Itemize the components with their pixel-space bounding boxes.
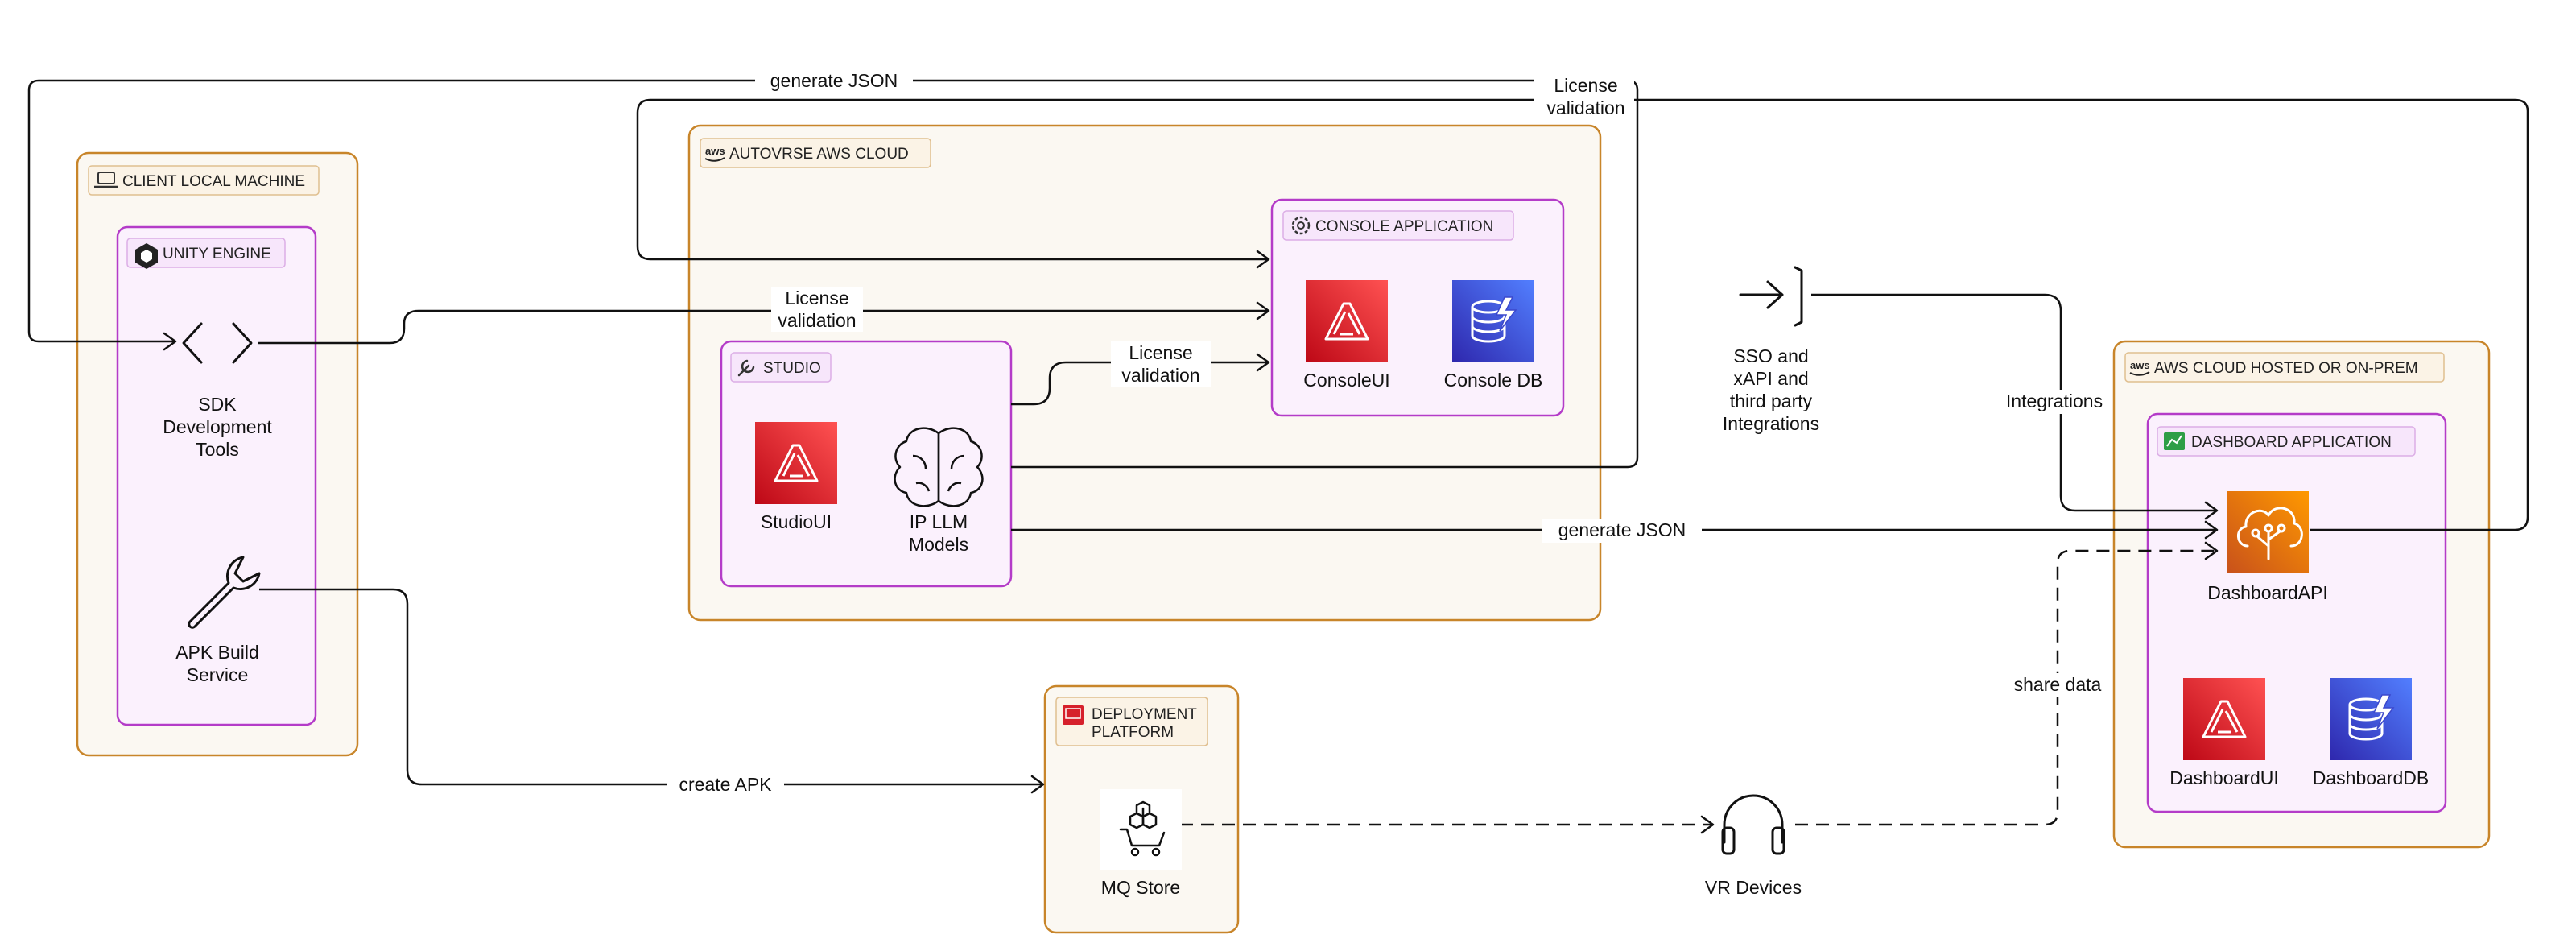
- node-dashboard-db[interactable]: DashboardDB: [2313, 678, 2429, 788]
- node-sso-integrations[interactable]: SSO and xAPI and third party Integration…: [1723, 266, 1819, 434]
- node-label: DashboardAPI: [2207, 582, 2328, 603]
- wrench-small-icon: [737, 359, 755, 377]
- arrowhead: [2204, 541, 2219, 560]
- node-label: Console DB: [1444, 370, 1543, 391]
- group-label-studio: STUDIO: [763, 360, 821, 377]
- arrowhead: [1256, 250, 1270, 269]
- node-label: SSO and: [1733, 345, 1808, 366]
- unity-icon: [135, 243, 158, 269]
- group-label-dashboard: DASHBOARD APPLICATION: [2191, 434, 2392, 451]
- node-console-db[interactable]: Console DB: [1444, 280, 1543, 391]
- group-label-unity: UNITY ENGINE: [163, 246, 271, 263]
- deployment-platform-icon: [1063, 705, 1084, 725]
- group-unity-engine: UNITY ENGINE: [116, 225, 317, 726]
- dashboard-app-icon: [2164, 432, 2185, 450]
- arrowhead: [163, 332, 177, 351]
- group-label-aws-cloud: AUTOVRSE AWS CLOUD: [729, 146, 909, 163]
- edge-license-validation-sdk: [258, 309, 1267, 345]
- svg-text:validation: validation: [778, 310, 856, 331]
- node-label: VR Devices: [1705, 877, 1802, 898]
- edge-label-integrations: Integrations: [2000, 390, 2109, 414]
- edge-label-create-apk: create APK: [667, 773, 784, 797]
- aws-logo-icon: aws: [704, 145, 725, 162]
- svg-text:Integrations: Integrations: [2006, 391, 2103, 411]
- group-label-aws-hosted: AWS CLOUD HOSTED OR ON-PREM: [2154, 360, 2418, 377]
- edge-label-license-studio: License validation: [1111, 341, 1211, 387]
- arrowhead: [1700, 815, 1715, 834]
- svg-text:validation: validation: [1546, 97, 1624, 118]
- arrowhead: [2204, 501, 2219, 520]
- node-label: DashboardUI: [2169, 767, 2279, 788]
- arrowhead: [2204, 520, 2219, 540]
- group-label-client: CLIENT LOCAL MACHINE: [122, 173, 305, 190]
- svg-text:License: License: [1129, 342, 1192, 363]
- node-label: ConsoleUI: [1303, 370, 1389, 391]
- headphones-icon: [1721, 794, 1785, 855]
- node-label: DashboardDB: [2313, 767, 2429, 788]
- node-console-ui[interactable]: ConsoleUI: [1303, 280, 1390, 391]
- node-dashboard-ui[interactable]: DashboardUI: [2169, 678, 2279, 788]
- node-apk-build-service[interactable]: APK Build Service: [175, 556, 261, 685]
- node-label: Tools: [196, 439, 239, 460]
- arrowhead: [1256, 301, 1270, 320]
- laptop-icon: [94, 172, 118, 188]
- svg-text:generate JSON: generate JSON: [770, 70, 898, 91]
- node-ip-llm-models[interactable]: IP LLM Models: [894, 427, 984, 555]
- svg-text:License: License: [785, 287, 848, 308]
- svg-text:validation: validation: [1121, 365, 1199, 386]
- svg-text:aws: aws: [705, 145, 725, 157]
- group-studio: STUDIO: [720, 340, 1013, 588]
- cloud-tree-icon: [2237, 507, 2303, 560]
- wrench-icon: [188, 556, 261, 629]
- node-label: xAPI and: [1733, 368, 1808, 389]
- svg-text:generate JSON: generate JSON: [1558, 519, 1686, 540]
- group-label-deployment-1: DEPLOYMENT: [1092, 706, 1197, 723]
- node-label: IP LLM: [910, 511, 968, 532]
- svg-text:create APK: create APK: [679, 774, 772, 795]
- node-vr-devices[interactable]: VR Devices: [1705, 794, 1802, 898]
- edge-label-share-data: share data: [2009, 673, 2106, 697]
- node-label: SDK: [198, 394, 237, 415]
- group-label-deployment-2: PLATFORM: [1092, 724, 1174, 741]
- edge-share-data: [1795, 549, 2215, 826]
- edge-label-generate-json-mid: generate JSON: [1542, 519, 1702, 543]
- edge-label-generate-json-top: generate JSON: [755, 69, 913, 93]
- svg-text:aws: aws: [2130, 359, 2150, 371]
- node-dashboard-api[interactable]: DashboardAPI: [2207, 491, 2328, 603]
- code-brackets-icon: [182, 322, 253, 364]
- shopping-cart-icon: [1119, 800, 1166, 857]
- edge-label-license-sdk: License validation: [771, 287, 863, 332]
- node-studio-ui[interactable]: StudioUI: [755, 422, 837, 532]
- node-label: Development: [163, 416, 272, 437]
- node-label: StudioUI: [761, 511, 832, 532]
- login-icon: [1739, 266, 1803, 327]
- node-label: third party: [1730, 391, 1813, 411]
- node-label: Models: [909, 534, 968, 555]
- edge-label-license-top: License validation: [1534, 74, 1634, 119]
- group-label-console: CONSOLE APPLICATION: [1315, 218, 1493, 235]
- node-label: Integrations: [1723, 413, 1819, 434]
- svg-text:share data: share data: [2014, 674, 2102, 695]
- svg-text:License: License: [1554, 75, 1617, 96]
- gear-icon: [1291, 216, 1311, 235]
- node-label: APK Build: [175, 642, 259, 663]
- node-mq-store[interactable]: MQ Store: [1100, 789, 1182, 898]
- node-label: MQ Store: [1101, 877, 1180, 898]
- node-label: Service: [187, 664, 249, 685]
- aws-logo-icon: aws: [2129, 359, 2150, 376]
- edge-create-apk: [259, 588, 1042, 786]
- edge-license-validation-studio: [1011, 361, 1267, 406]
- node-sdk-development-tools[interactable]: SDK Development Tools: [163, 322, 272, 460]
- arrowhead: [1030, 775, 1045, 794]
- brain-icon: [894, 427, 984, 507]
- arrowhead: [1256, 353, 1270, 372]
